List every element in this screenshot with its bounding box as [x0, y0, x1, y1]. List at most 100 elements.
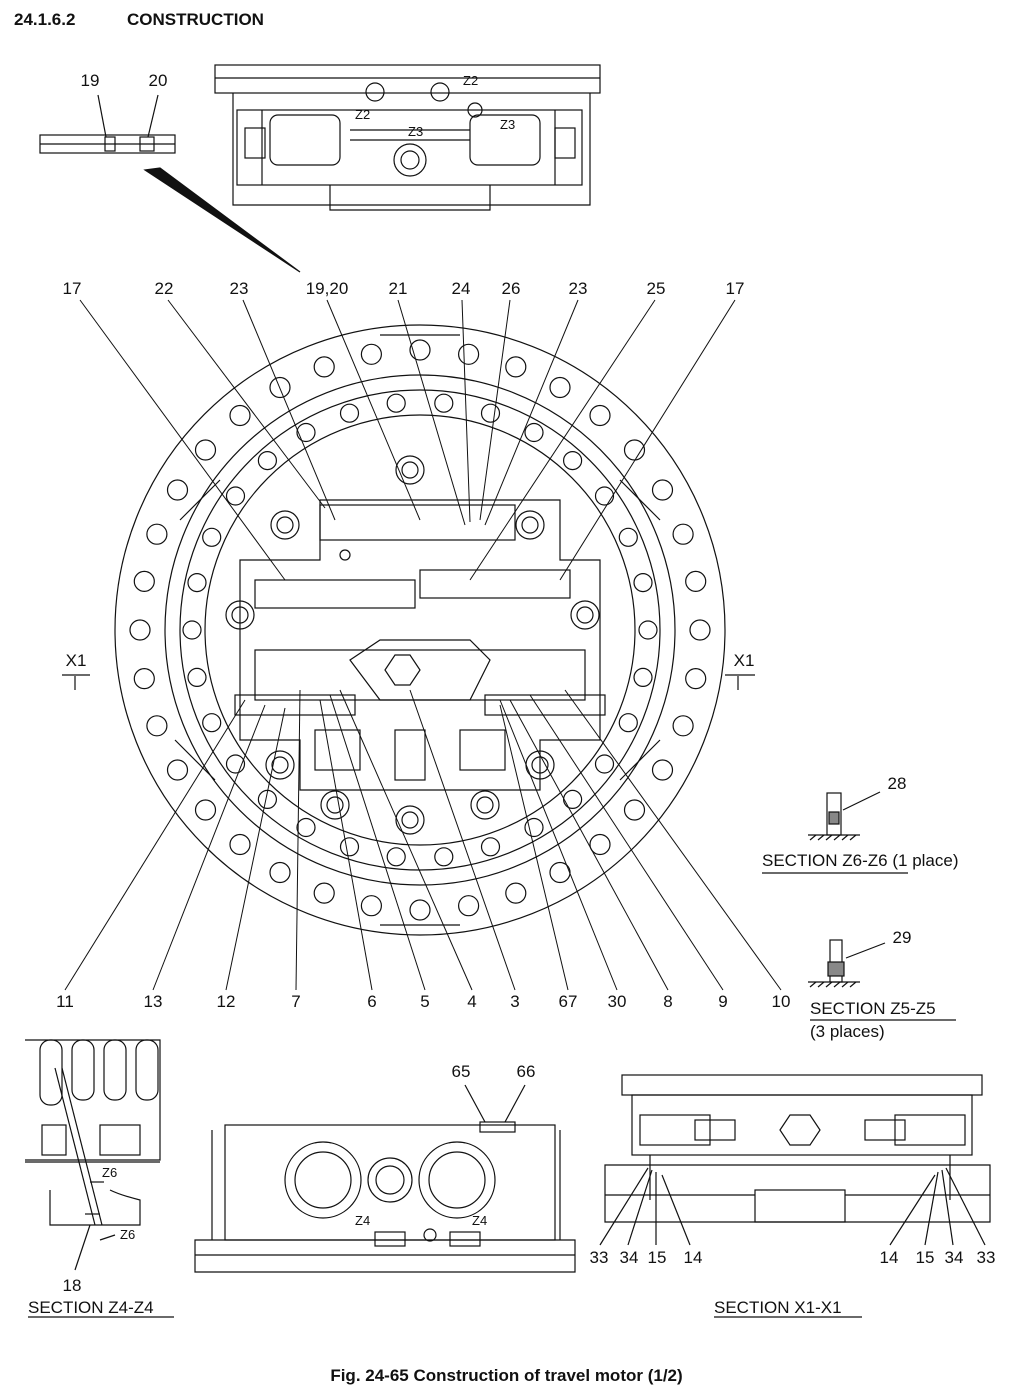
inner-bolt-hole [296, 817, 316, 838]
x1-mark-left: X1 [65, 651, 87, 670]
outer-bolt-hole [589, 833, 611, 856]
outer-bolt-hole [651, 479, 674, 501]
inner-bolt-hole [187, 572, 207, 593]
outer-bolt-hole [146, 523, 168, 545]
cut-z6-upper: Z6 [102, 1165, 118, 1180]
label-14-right: 14 [879, 1248, 899, 1267]
label-21: 21 [388, 279, 408, 298]
section-title: CONSTRUCTION [127, 10, 264, 29]
label-34-left: 34 [619, 1248, 639, 1267]
inner-bolt-hole [524, 817, 544, 838]
section-x1-title: SECTION X1-X1 [714, 1298, 842, 1317]
inner-bolt-hole [339, 837, 360, 857]
outer-bolt-hole [505, 356, 527, 378]
label-25: 25 [646, 279, 666, 298]
label-10: 10 [771, 992, 791, 1011]
label-66: 66 [516, 1062, 536, 1081]
label-67: 67 [558, 992, 578, 1011]
label-18: 18 [62, 1276, 82, 1295]
inner-bolt-hole [339, 403, 360, 423]
label-23-left: 23 [229, 279, 249, 298]
label-5: 5 [420, 992, 430, 1011]
label-33-left: 33 [589, 1248, 609, 1267]
outer-bolt-hole [589, 404, 611, 427]
label-15-right: 15 [915, 1248, 935, 1267]
label-15-left: 15 [647, 1248, 667, 1267]
inner-bolt-hole [618, 713, 638, 733]
outer-bolt-hole [623, 799, 646, 821]
label-33-right: 33 [976, 1248, 996, 1267]
inner-bolt-hole [434, 393, 454, 413]
section-z6-title: SECTION Z6-Z6 (1 place) [762, 852, 959, 869]
label-13: 13 [143, 992, 163, 1011]
outer-bolt-hole [194, 799, 217, 821]
outer-bolt-hole [133, 570, 155, 593]
inner-bolt-hole [633, 667, 653, 688]
cut-z2-left: Z2 [355, 107, 371, 122]
main-view-drawing [114, 324, 726, 936]
inner-bolt-hole [594, 754, 615, 774]
section-number: 24.1.6.2 [14, 10, 76, 29]
inner-bolt-hole [257, 451, 277, 471]
outer-bolt-hole [672, 523, 694, 545]
label-23-right: 23 [568, 279, 588, 298]
section-z4-drawing [25, 1039, 174, 1318]
outer-bolt-hole [133, 667, 155, 690]
label-11: 11 [56, 992, 74, 1011]
cut-z3-right: Z3 [500, 117, 516, 132]
inner-bolt-hole [638, 620, 658, 640]
figure-caption: Fig. 24-65 Construction of travel motor … [330, 1366, 683, 1385]
label-20: 20 [148, 71, 168, 90]
section-z5-note: (3 places) [810, 1022, 885, 1041]
outer-bolt-hole [229, 833, 251, 856]
inner-bolt-hole [202, 527, 222, 547]
outer-bolt-hole [651, 759, 674, 781]
inner-bolt-hole [225, 486, 246, 506]
outer-bolt-hole [549, 376, 571, 399]
label-65: 65 [451, 1062, 471, 1081]
outer-bolt-hole [409, 339, 431, 361]
outer-bolt-hole [194, 439, 217, 461]
cut-z4-left: Z4 [355, 1213, 371, 1228]
label-19-20: 19,20 [305, 279, 349, 298]
label-3: 3 [510, 992, 520, 1011]
outer-bolt-hole [409, 899, 431, 921]
label-34-right: 34 [944, 1248, 964, 1267]
x1-mark-right: X1 [733, 651, 755, 670]
label-24: 24 [451, 279, 471, 298]
label-17-right: 17 [725, 279, 745, 298]
cut-z4-right: Z4 [472, 1213, 488, 1228]
label-22: 22 [154, 279, 174, 298]
label-29: 29 [892, 928, 912, 947]
inner-bolt-hole [296, 422, 316, 443]
label-28: 28 [887, 774, 907, 793]
section-z4-title: SECTION Z4-Z4 [28, 1298, 154, 1317]
section-z6-drawing [762, 791, 908, 874]
section-z6-note: (1 place) [892, 851, 959, 870]
outer-bolt-hole [229, 404, 251, 427]
outer-bolt-hole [685, 667, 707, 690]
section-z6-title-text: SECTION Z6-Z6 [762, 851, 888, 870]
label-12: 12 [216, 992, 236, 1011]
section-z5-title: SECTION Z5-Z5 [810, 999, 936, 1018]
outer-bolt-hole [689, 619, 711, 641]
cut-z3-left: Z3 [408, 124, 424, 139]
inner-bolt-hole [386, 393, 406, 413]
outer-bolt-hole [313, 882, 335, 904]
outer-bolt-hole [269, 861, 291, 884]
outer-bolt-hole [166, 479, 189, 501]
label-4: 4 [467, 992, 477, 1011]
top-view-drawing [214, 64, 601, 211]
label-19: 19 [80, 71, 100, 90]
section-x1-drawing [599, 1074, 991, 1318]
outer-bolt-hole [269, 376, 291, 399]
inner-bolt-hole [182, 620, 202, 640]
inner-bolt-hole [562, 789, 583, 810]
outer-bolt-hole [166, 759, 189, 781]
outer-bolt-hole [458, 343, 480, 365]
detail-pointer [143, 167, 301, 273]
inner-bolt-hole [480, 403, 501, 423]
label-14-left: 14 [683, 1248, 703, 1267]
inner-bolt-hole [562, 451, 583, 471]
